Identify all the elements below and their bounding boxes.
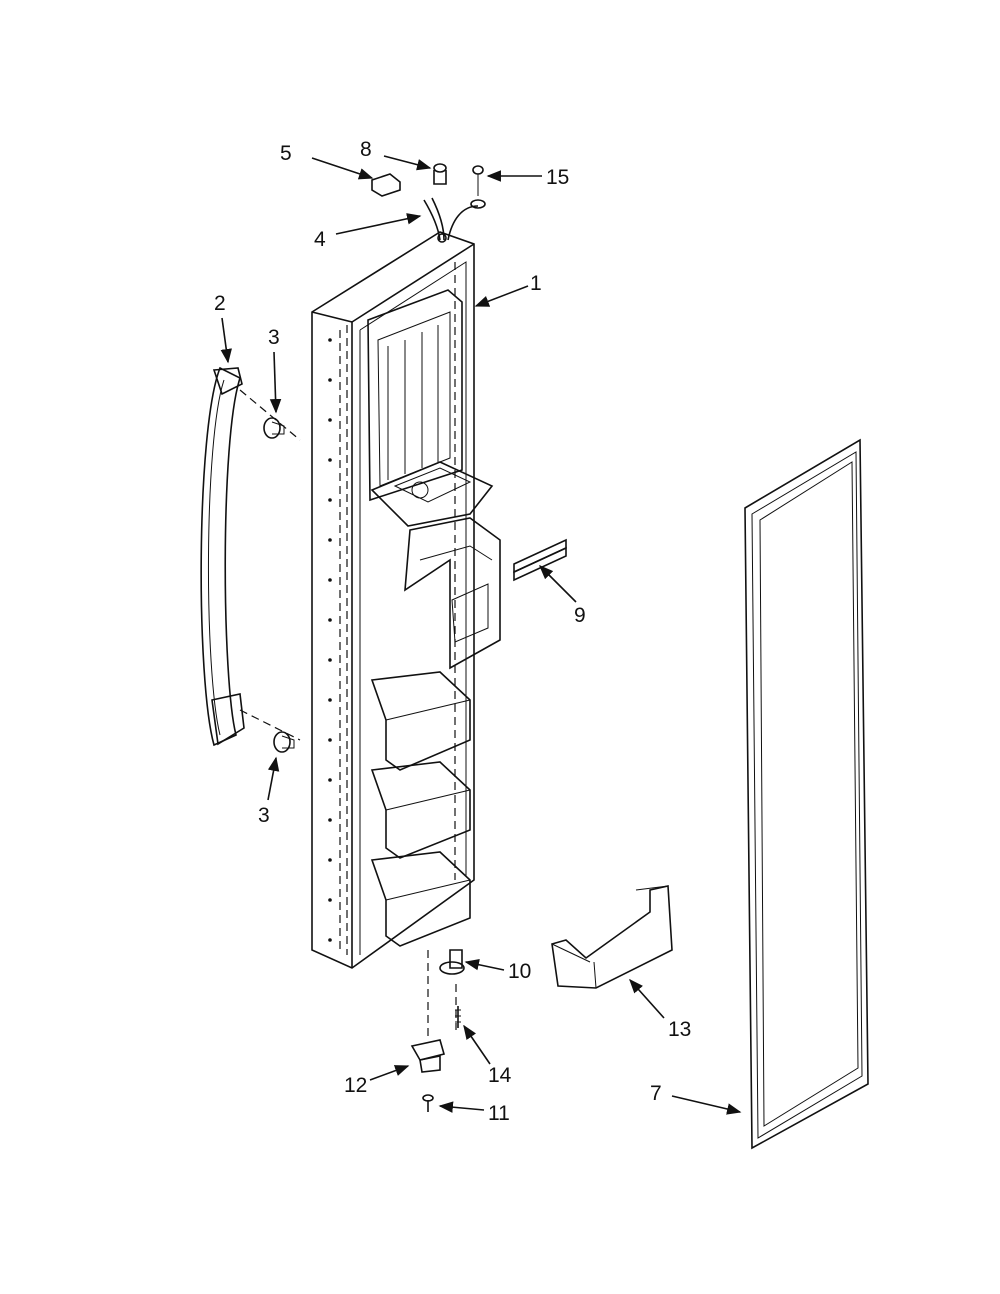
callout-4: 4 — [314, 228, 326, 251]
screw-part-8 — [433, 163, 447, 185]
callout-13: 13 — [668, 1018, 691, 1041]
hinge-bracket-part-12 — [410, 950, 445, 1073]
callout-3-lower: 3 — [258, 804, 270, 827]
lens-part-9 — [513, 538, 567, 582]
leader-lines — [220, 155, 742, 1115]
handle-mount-grommet-upper — [263, 417, 285, 439]
door-shelves — [370, 671, 471, 947]
callout-3-upper: 3 — [268, 326, 280, 349]
callout-5: 5 — [280, 142, 292, 165]
door-bin-part-13 — [551, 885, 673, 989]
callout-14: 14 — [488, 1064, 512, 1087]
callout-15: 15 — [546, 166, 569, 189]
callout-11: 11 — [488, 1102, 510, 1125]
callout-12: 12 — [344, 1074, 367, 1097]
door-handle-part-2 — [200, 366, 301, 747]
hinge-pin-part-10 — [439, 949, 465, 1030]
callout-labels: 1 2 3 3 4 5 7 8 9 10 11 12 13 14 15 — [214, 138, 691, 1125]
screw-part-14 — [455, 1006, 461, 1028]
callout-8: 8 — [360, 138, 372, 161]
callout-1: 1 — [530, 272, 542, 295]
screw-part-11 — [422, 1094, 434, 1112]
handle-mount-grommet-lower — [273, 731, 295, 753]
door-gasket-part-7 — [744, 438, 869, 1150]
callout-2: 2 — [214, 292, 226, 315]
door-edge-rivets — [328, 338, 332, 942]
screw-part-15 — [470, 165, 486, 209]
callout-9: 9 — [574, 604, 586, 627]
connector-part-5 — [371, 173, 401, 197]
callout-10: 10 — [508, 960, 531, 983]
callout-7: 7 — [650, 1082, 662, 1105]
wire-harness-part-4 — [423, 197, 479, 243]
freezer-door-part-1 — [311, 231, 501, 969]
